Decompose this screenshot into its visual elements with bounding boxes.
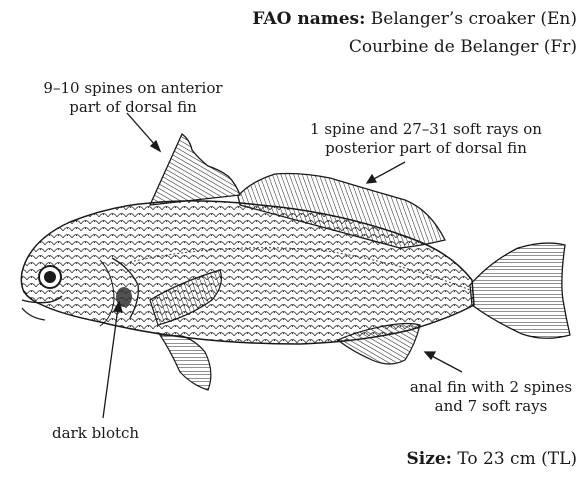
arrow-posterior-dorsal xyxy=(372,162,405,180)
arrow-anal-fin-head xyxy=(425,352,435,359)
fish-pupil xyxy=(44,271,56,283)
arrow-posterior-dorsal-head xyxy=(367,175,376,183)
anterior-dorsal-fin xyxy=(150,134,240,205)
arrow-anal-fin xyxy=(430,355,462,372)
caudal-fin xyxy=(470,243,570,338)
pelvic-fin xyxy=(160,335,211,390)
arrow-anterior-dorsal xyxy=(127,113,156,146)
fish-lip xyxy=(22,308,45,320)
